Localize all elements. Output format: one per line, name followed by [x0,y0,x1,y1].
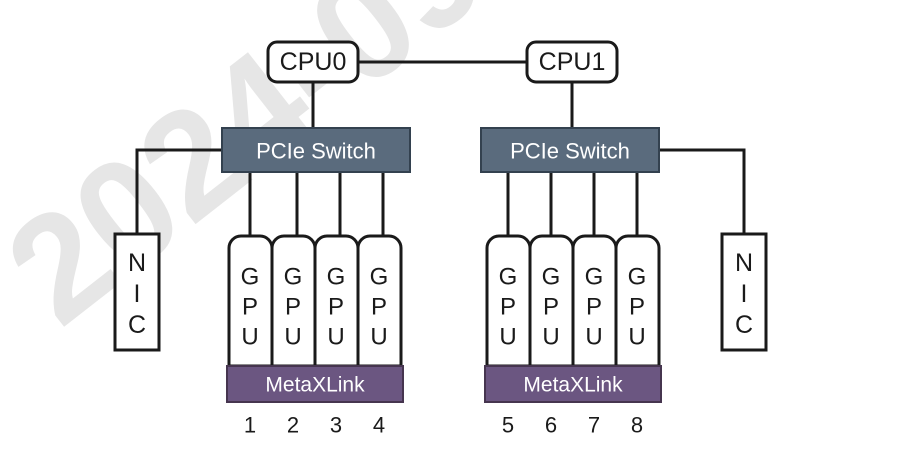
switch-right-box[interactable] [480,127,660,173]
gpu-7-index: 7 [588,413,600,438]
switch-right-node[interactable]: PCIe Switch [480,127,660,173]
gpu-1-letter-1: G [241,264,260,291]
gpu-8-node[interactable]: G P U [614,234,661,368]
metaxlink-left-label: MetaXLink [265,374,365,397]
gpu-3-letter-1: G [327,264,346,291]
gpu-3-letter-2: P [328,294,344,321]
cpu1-node[interactable]: CPU1 [525,40,619,84]
gpu-2-letter-2: P [285,294,301,321]
gpu-2-node[interactable]: G P U [270,234,317,368]
gpu-8-box[interactable] [614,234,661,368]
gpu-5-index: 5 [502,413,514,438]
nic-left-box[interactable] [113,232,161,352]
pcie-switch-row: PCIe Switch PCIe Switch [221,127,660,173]
group-right: G P U G P U G P U G P [484,234,662,438]
gpu-7-letter-1: G [585,264,604,291]
gpu-1-node[interactable]: G P U [227,234,274,368]
gpu-2-letter-3: U [284,324,301,351]
nic-left-node[interactable]: N I C [113,232,161,352]
group-left: G P U G P U G P U G P [226,234,404,438]
link-switch-left-nic-left [135,148,222,234]
cpu0-label: CPU0 [280,48,347,76]
switch-left-node[interactable]: PCIe Switch [221,127,411,173]
gpu-6-index: 6 [545,413,557,438]
cpu-row: CPU0 CPU1 [266,40,619,84]
cpu0-node[interactable]: CPU0 [266,40,360,84]
metaxlink-right-label: MetaXLink [523,374,623,397]
nic-right-letter-3: C [735,311,753,339]
nic-right-node[interactable]: N I C [720,232,768,352]
gpu-4-box[interactable] [356,234,403,368]
gpu-1-letter-2: P [242,294,258,321]
switch-left-box[interactable] [221,127,411,173]
gpu-8-letter-2: P [629,294,645,321]
nic-right-letter-2: I [741,280,748,308]
metaxlink-left-bar[interactable] [226,365,404,403]
gpu-7-letter-2: P [586,294,602,321]
gpu-4-letter-3: U [370,324,387,351]
gpu-4-letter-2: P [371,294,387,321]
cpu1-box[interactable] [525,40,619,84]
metaxlink-right[interactable]: MetaXLink [484,365,662,403]
link-switch-right-nic-right [659,148,746,234]
gpu-8-letter-3: U [628,324,645,351]
gpu-7-letter-3: U [585,324,602,351]
gpu-5-letter-2: P [500,294,516,321]
nic-left-letter-1: N [128,249,146,277]
gpu-4-node[interactable]: G P U [356,234,403,368]
gpu-8-letter-1: G [628,264,647,291]
links [135,60,746,236]
gpu-3-letter-3: U [327,324,344,351]
gpu-8-index: 8 [631,413,643,438]
gpu-2-letter-1: G [284,264,303,291]
switch-right-label: PCIe Switch [510,139,630,164]
cpu1-label: CPU1 [539,48,606,76]
gpu-3-node[interactable]: G P U [313,234,360,368]
gpu-1-letter-3: U [241,324,258,351]
gpu-6-letter-2: P [543,294,559,321]
gpu-4-index: 4 [373,413,385,438]
nic-left-letter-2: I [134,280,141,308]
gpu-6-node[interactable]: G P U [528,234,575,368]
nic-left-letter-3: C [128,311,146,339]
gpu-5-letter-3: U [499,324,516,351]
gpu-2-index: 2 [287,413,299,438]
gpu-1-index: 1 [244,413,256,438]
nic-right-letter-1: N [735,249,753,277]
metaxlink-right-bar[interactable] [484,365,662,403]
gpu-4-letter-1: G [370,264,389,291]
gpu-6-letter-3: U [542,324,559,351]
gpu-3-index: 3 [330,413,342,438]
nic-right-box[interactable] [720,232,768,352]
gpu-6-letter-1: G [542,264,561,291]
gpu-7-node[interactable]: G P U [571,234,618,368]
cpu0-box[interactable] [266,40,360,84]
switch-left-label: PCIe Switch [256,139,376,164]
gpu-5-letter-1: G [499,264,518,291]
gpu-5-node[interactable]: G P U [485,234,532,368]
metaxlink-left[interactable]: MetaXLink [226,365,404,403]
